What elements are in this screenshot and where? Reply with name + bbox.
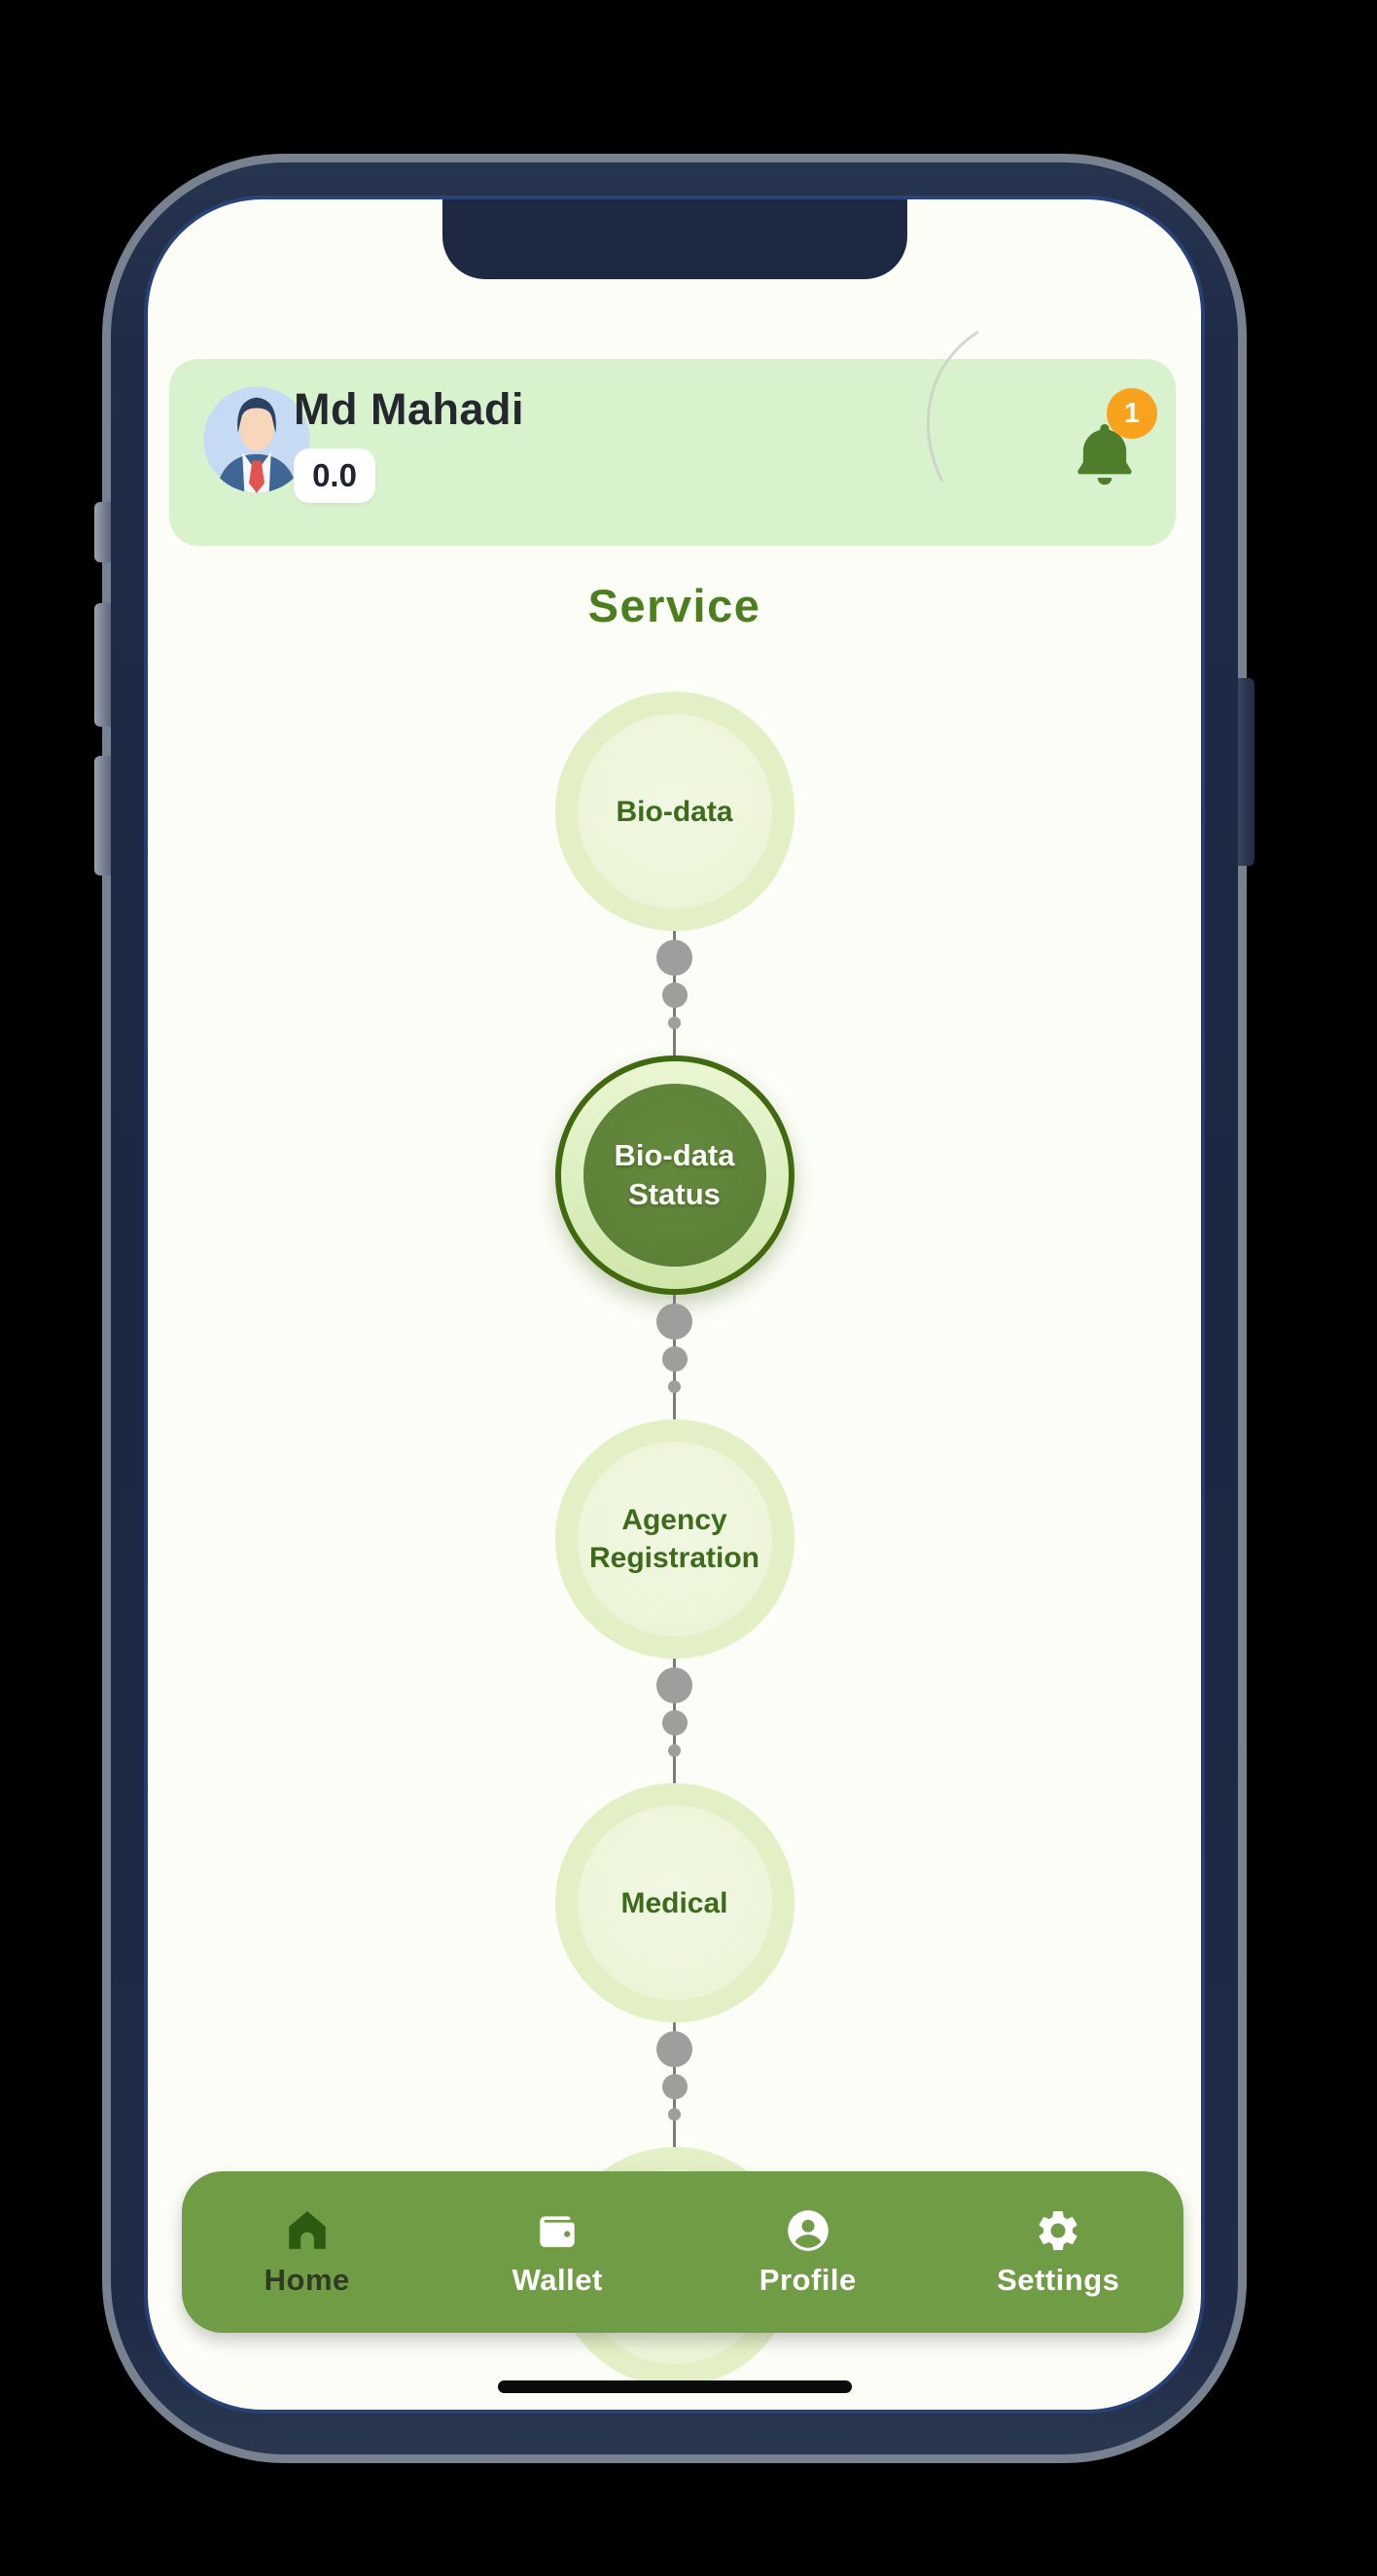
nav-item-wallet[interactable]: Wallet xyxy=(433,2171,684,2333)
balance-pill[interactable]: 0.0 xyxy=(294,448,375,503)
phone-frame: Md Mahadi 0.0 1 Service Bio-data xyxy=(94,154,1254,2463)
timeline-step-bio-data[interactable]: Bio-data xyxy=(554,692,794,931)
nav-item-label: Profile xyxy=(759,2263,857,2297)
timeline-connector xyxy=(653,931,696,1055)
timeline-connector xyxy=(653,1295,696,1419)
timeline-step-bio-data-status[interactable]: Bio-data Status xyxy=(554,1055,794,1295)
phone-notch xyxy=(441,199,907,279)
volume-up-button xyxy=(94,603,111,727)
wallet-icon xyxy=(540,2216,575,2247)
power-button xyxy=(1238,678,1254,866)
connector-dot xyxy=(656,1304,692,1340)
notification-bell-button[interactable]: 1 xyxy=(1066,386,1175,501)
bottom-nav: Home Wallet Profile Settings xyxy=(182,2171,1183,2333)
avatar[interactable] xyxy=(201,384,312,495)
step-label: Agency Registration xyxy=(588,1504,760,1574)
connector-dot xyxy=(661,1710,688,1735)
step-label: Bio-data Status xyxy=(614,1137,735,1211)
volume-down-button xyxy=(94,756,111,876)
mute-switch xyxy=(94,502,111,562)
step-label: Medical xyxy=(620,1886,728,1919)
notification-badge: 1 xyxy=(1107,388,1157,439)
page-title: Service xyxy=(587,580,761,631)
phone-screen: Md Mahadi 0.0 1 Service Bio-data xyxy=(148,199,1201,2410)
connector-dot xyxy=(656,940,692,976)
nav-item-settings[interactable]: Settings xyxy=(934,2171,1184,2333)
nav-item-home[interactable]: Home xyxy=(182,2171,433,2333)
nav-item-label: Wallet xyxy=(512,2263,603,2297)
settings-icon xyxy=(1039,2211,1077,2250)
home-icon xyxy=(289,2211,326,2249)
header-card: Md Mahadi 0.0 1 xyxy=(169,330,1176,546)
connector-dot xyxy=(661,983,688,1008)
service-timeline: Bio-data Bio-data Status Agency Registra… xyxy=(554,692,794,2386)
bell-icon xyxy=(1077,423,1132,485)
connector-dot xyxy=(656,2031,692,2067)
connector-dot xyxy=(661,1346,688,1372)
nav-item-label: Settings xyxy=(997,2263,1120,2297)
connector-dot xyxy=(668,1380,681,1393)
connector-dot xyxy=(668,1017,681,1029)
connector-dot xyxy=(668,2108,681,2121)
timeline-step-agency-registration[interactable]: Agency Registration xyxy=(554,1419,794,1659)
nav-item-label: Home xyxy=(264,2263,350,2297)
balance-value: 0.0 xyxy=(312,457,357,493)
user-name: Md Mahadi xyxy=(294,384,524,434)
home-indicator xyxy=(497,2380,852,2393)
profile-icon xyxy=(787,2210,829,2251)
timeline-step-medical[interactable]: Medical xyxy=(554,1783,794,2022)
connector-dot xyxy=(656,1667,692,1703)
step-label: Bio-data xyxy=(616,795,733,828)
decorative-arc xyxy=(926,330,979,483)
connector-dot xyxy=(668,1744,681,1757)
timeline-connector xyxy=(653,2022,696,2147)
nav-item-profile[interactable]: Profile xyxy=(683,2171,934,2333)
connector-dot xyxy=(661,2074,688,2099)
timeline-connector xyxy=(653,1659,696,1783)
